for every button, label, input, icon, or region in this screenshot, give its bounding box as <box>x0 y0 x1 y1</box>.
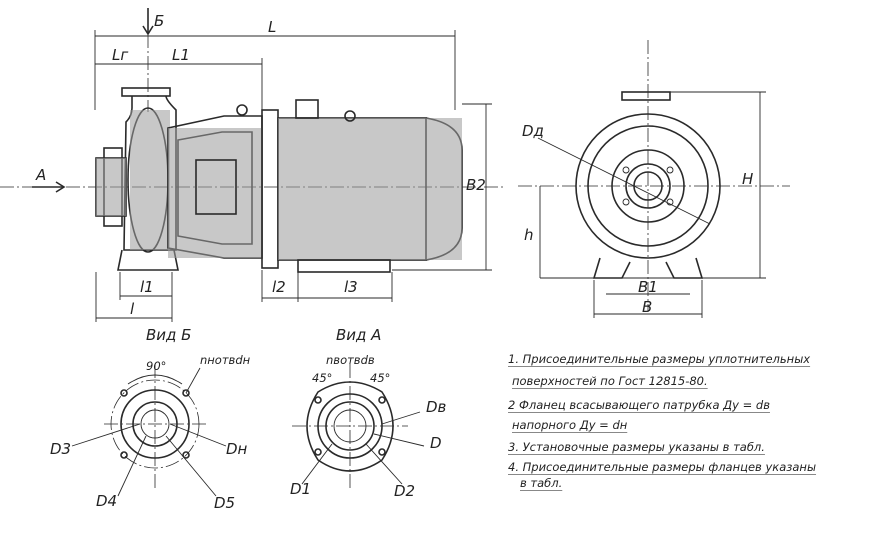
note-line: в табл. <box>520 476 563 490</box>
view-a-holes-label: nвотвdв <box>326 353 375 367</box>
view-b-bolt-hole <box>120 389 128 397</box>
view-b-holes-label: nнотвdн <box>200 353 251 367</box>
view-a-arrow-label: A <box>35 166 46 184</box>
note-line: поверхностей по Гост 12815-80. <box>512 374 708 388</box>
view-b-bolt-hole <box>182 451 190 459</box>
dim-l3-label: l3 <box>344 278 358 296</box>
dim-l2-label: l2 <box>272 278 286 296</box>
view-b-Dn-label: Dн <box>226 440 248 458</box>
front-view: Dд H h B1 B <box>518 40 790 318</box>
view-a-flange-outer <box>306 381 394 472</box>
coupling <box>195 159 237 215</box>
view-a-detail: Вид A nвотвdв 45° 45° Dв D D1 D2 <box>290 326 447 500</box>
dim-H-label: H <box>742 170 753 188</box>
view-b-bolt-hole <box>120 451 128 459</box>
view-b-detail: Вид Б 90° nнотвdн D3 Dн D4 D5 <box>50 326 251 512</box>
dim-l-label: l <box>130 300 135 318</box>
note-line: напорного Ду = dн <box>512 418 628 432</box>
view-a-angle-right: 45° <box>370 371 390 385</box>
view-b-angle-label: 90° <box>146 359 166 373</box>
view-a-bolt-hole <box>314 448 322 456</box>
view-a-D2-label: D2 <box>394 482 415 500</box>
view-b-D4-label: D4 <box>96 492 117 510</box>
front-discharge-flange <box>621 91 671 101</box>
dim-Bright-label: B <box>642 298 652 316</box>
view-a-bolt-hole <box>378 396 386 404</box>
view-a-angle-left: 45° <box>312 371 332 385</box>
motor-flange <box>261 109 279 269</box>
motor-foot <box>297 259 391 273</box>
note-line: 4. Присоединительные размеры фланцев ука… <box>508 460 817 474</box>
lifting-eye-motor <box>344 110 356 122</box>
view-b-title: Вид Б <box>146 326 191 344</box>
note-line: 3. Установочные размеры указаны в табл. <box>508 440 765 454</box>
front-volute-outer <box>575 113 721 259</box>
lifting-eye-pump <box>236 104 248 116</box>
view-b-bolt-hole <box>182 389 190 397</box>
view-a-title: Вид A <box>336 326 381 344</box>
view-b-flange-outer <box>120 389 190 459</box>
view-a-D-label: D <box>430 434 442 452</box>
front-suction-flange <box>611 149 685 223</box>
leader-Dd <box>537 137 711 225</box>
note-line: 1. Присоединительные размеры уплотнитель… <box>508 352 811 366</box>
view-b-arrow-label: Б <box>154 12 164 30</box>
view-a-bolt-hole <box>378 448 386 456</box>
view-a-D1-label: D1 <box>290 480 311 498</box>
view-b-D3-label: D3 <box>50 440 71 458</box>
dim-l1-label: l1 <box>140 278 154 296</box>
dim-L1-label: L1 <box>172 46 190 64</box>
dim-B2-label: B2 <box>466 176 486 194</box>
pump-foot <box>117 249 179 271</box>
dim-h-label: h <box>524 226 534 244</box>
dim-Dd-label: Dд <box>522 122 544 140</box>
view-b-D5-label: D5 <box>214 494 235 512</box>
side-view: L Lг L1 Б A <box>0 8 505 322</box>
discharge-flange <box>121 87 171 97</box>
view-a-bolt-hole <box>314 396 322 404</box>
dim-Lg-label: Lг <box>112 46 128 64</box>
view-a-Dv-label: Dв <box>426 398 447 416</box>
dim-B1-label: B1 <box>638 278 658 296</box>
terminal-box <box>295 99 319 119</box>
note-line: 2 Фланец всасывающего патрубка Ду = dв <box>508 398 770 412</box>
dim-L-label: L <box>268 18 276 36</box>
front-foot-left <box>592 257 631 279</box>
front-foot-right <box>665 257 704 279</box>
